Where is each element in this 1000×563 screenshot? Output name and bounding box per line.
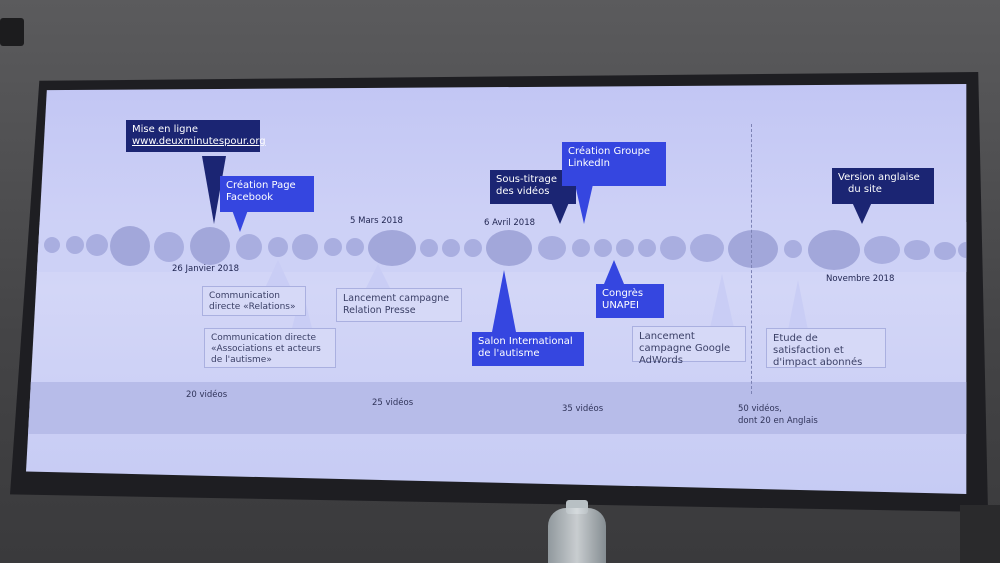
video-count-band: [26, 382, 967, 434]
callout-etude-satisfaction: Etude de satisfaction et d'impact abonné…: [766, 328, 886, 368]
callout-pointer: [604, 260, 624, 284]
presentation-screen: Mise en ligne www.deuxminutespour.org Cr…: [26, 84, 967, 494]
callout-line: LinkedIn: [568, 158, 610, 169]
date-label: 5 Mars 2018: [350, 216, 403, 226]
callout-line: «Associations et acteurs: [211, 344, 321, 354]
timeline-dot: [784, 240, 802, 258]
callout-pointer: [550, 200, 570, 224]
timeline-dot: [44, 237, 60, 253]
timeline-dot: [904, 240, 930, 260]
callout-pointer: [266, 260, 290, 286]
callout-line: de l'autisme»: [211, 355, 272, 365]
timeline-dot: [292, 234, 318, 260]
callout-mise-en-ligne: Mise en ligne www.deuxminutespour.org: [126, 120, 266, 152]
callout-pointer: [232, 210, 248, 232]
callout-line: Création Page: [226, 180, 296, 191]
timeline-dot: [660, 236, 686, 260]
video-count: 25 vidéos: [372, 398, 414, 408]
timeline-dot: [236, 234, 262, 260]
timeline-dot: [934, 242, 956, 260]
callout-line: Relation Presse: [343, 305, 416, 316]
water-bottle: [548, 508, 606, 563]
timeline-dot: [66, 236, 84, 254]
timeline-dot: [154, 232, 184, 262]
callout-creation-facebook: Création Page Facebook: [220, 176, 314, 212]
callout-pointer: [574, 180, 594, 224]
timeline-dot: [958, 242, 967, 258]
timeline-dot: [190, 227, 230, 265]
callout-communication-associations: Communication directe «Associations et a…: [204, 328, 336, 368]
timeline-dot: [464, 239, 482, 257]
timeline-dot: [442, 239, 460, 257]
callout-line: Facebook: [226, 192, 273, 203]
timeline-dot: [616, 239, 634, 257]
timeline-dot: [324, 238, 342, 256]
callout-pointer: [710, 274, 734, 328]
timeline-dot: [538, 236, 566, 260]
callout-line: Création Groupe: [568, 146, 651, 157]
timeline-dot: [594, 239, 612, 257]
video-count: dont 20 en Anglais: [738, 416, 818, 426]
timeline-dot: [346, 238, 364, 256]
callout-line: campagne Google: [639, 343, 731, 354]
callout-line: Lancement campagne: [343, 293, 450, 304]
callout-line: des vidéos: [496, 186, 550, 197]
callout-salon-autisme: Salon International de l'autisme: [472, 332, 584, 366]
timeline-dot: [690, 234, 724, 262]
tv-stand: [960, 505, 1000, 563]
timeline-dot: [486, 230, 532, 266]
timeline-dot: [110, 226, 150, 266]
timeline-dot: [728, 230, 778, 268]
video-count: 35 vidéos: [562, 404, 604, 414]
callout-line: directe «Relations»: [209, 302, 296, 312]
callout-sous-titrage: Sous-titrage des vidéos: [490, 170, 576, 204]
date-label: Novembre 2018: [826, 274, 895, 284]
video-count: 50 vidéos,: [738, 404, 782, 414]
callout-line: AdWords: [639, 355, 683, 366]
callout-communication-relations: Communication directe «Relations»: [202, 286, 306, 316]
callout-line: Lancement: [639, 331, 695, 342]
timeline-dot: [808, 230, 860, 270]
timeline-dot: [864, 236, 900, 264]
callout-version-anglaise: Version anglaise du site: [832, 168, 934, 204]
website-link[interactable]: www.deuxminutespour.org: [132, 136, 266, 147]
callout-line: Version anglaise: [838, 172, 920, 183]
callout-line: Salon International: [478, 336, 573, 347]
video-count: 20 vidéos: [186, 390, 228, 400]
timeline-dot: [572, 239, 590, 257]
callout-line: d'impact abonnés: [773, 357, 863, 368]
divider-line: [751, 124, 752, 394]
callout-lancement-presse: Lancement campagne Relation Presse: [336, 288, 462, 322]
callout-line: Communication: [209, 291, 280, 301]
callout-line: Communication directe: [211, 333, 317, 343]
callout-line: du site: [848, 184, 882, 195]
callout-lancement-adwords: Lancement campagne Google AdWords: [632, 326, 746, 366]
callout-line: satisfaction et: [773, 345, 844, 356]
callout-line: Mise en ligne: [132, 124, 199, 135]
callout-line: UNAPEI: [602, 300, 639, 311]
callout-pointer: [788, 280, 808, 330]
camera-device: [0, 18, 24, 46]
callout-line: Etude de: [773, 333, 818, 344]
timeline-dot: [86, 234, 108, 256]
callout-pointer: [852, 202, 872, 224]
timeline-dot: [420, 239, 438, 257]
callout-creation-linkedin: Création Groupe LinkedIn: [562, 142, 666, 186]
callout-congres-unapei: Congrès UNAPEI: [596, 284, 664, 318]
timeline-dot: [368, 230, 416, 266]
date-label: 26 Janvier 2018: [172, 264, 240, 274]
callout-pointer: [492, 270, 516, 332]
timeline-dot: [638, 239, 656, 257]
date-label: 6 Avril 2018: [484, 218, 536, 228]
callout-line: Congrès: [602, 288, 644, 299]
timeline-dot: [268, 237, 288, 257]
callout-line: de l'autisme: [478, 348, 540, 359]
callout-line: Sous-titrage: [496, 174, 557, 185]
callout-pointer: [366, 264, 390, 288]
